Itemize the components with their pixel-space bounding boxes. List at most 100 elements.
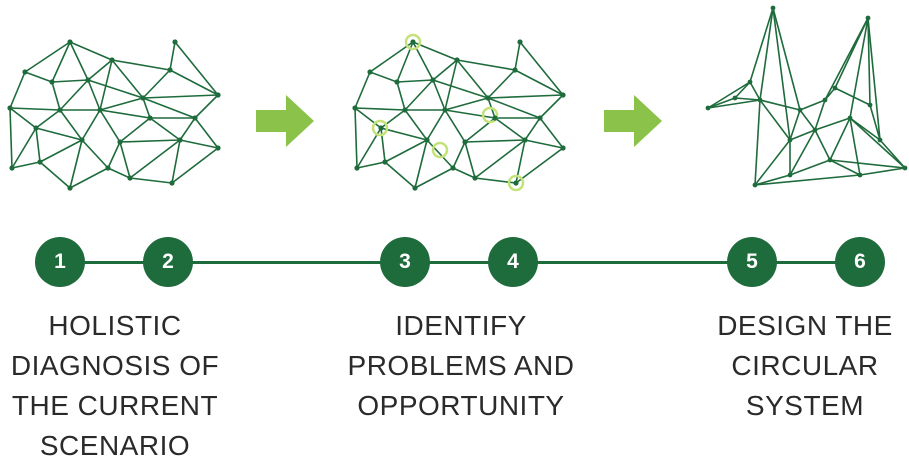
network-edge <box>829 117 851 161</box>
right-arrow-icon <box>256 95 314 147</box>
network-edge <box>754 99 761 186</box>
step-1-badge: 1 <box>35 237 85 287</box>
step-number: 2 <box>162 250 174 273</box>
network-edge <box>142 97 151 119</box>
network-node <box>454 57 460 63</box>
highlight-ring <box>481 106 499 124</box>
network-edge <box>111 59 171 71</box>
right-arrow-icon <box>604 95 662 147</box>
network-edge <box>35 127 83 141</box>
network-node <box>109 57 115 63</box>
network-edge <box>452 167 476 179</box>
step-4-badge: 4 <box>488 237 538 287</box>
network-edge <box>849 117 906 169</box>
network-node <box>117 139 123 145</box>
network-edge <box>107 141 121 169</box>
network-edge <box>87 59 113 81</box>
network-edge <box>432 59 458 81</box>
network-edge <box>834 17 869 89</box>
network-edge <box>59 79 89 111</box>
network-node <box>378 125 384 131</box>
network-edge <box>707 97 736 109</box>
network-edge <box>859 167 906 176</box>
network-edge <box>456 59 516 71</box>
network-node <box>450 165 456 171</box>
network-edge <box>51 81 61 111</box>
network-edge <box>87 79 144 99</box>
network-node <box>367 69 373 75</box>
network-edge <box>9 107 61 111</box>
network-node <box>560 145 566 151</box>
network-edge <box>171 147 219 184</box>
network-mesh-highlighted-icon <box>352 33 566 192</box>
phase-label-line: IDENTIFY <box>395 310 527 341</box>
network-node <box>354 165 360 171</box>
network-node <box>7 105 13 111</box>
network-edge <box>539 117 564 149</box>
network-mesh-icon <box>7 39 221 191</box>
timeline-line <box>60 261 860 264</box>
network-edge <box>824 87 836 101</box>
network-edge <box>39 161 71 189</box>
highlight-ring <box>404 33 422 51</box>
network-node <box>827 157 833 163</box>
network-node <box>97 107 103 113</box>
network-edge <box>426 109 446 141</box>
network-edge <box>474 139 526 179</box>
network-node <box>797 107 803 113</box>
network-edge <box>456 59 489 99</box>
network-node <box>177 137 183 143</box>
network-edge <box>9 71 26 109</box>
network-node <box>37 159 43 165</box>
phase-label-line: HOLISTIC <box>48 310 182 341</box>
network-edge <box>9 107 13 169</box>
origami-crane-icon <box>705 5 908 188</box>
network-edge <box>444 109 496 119</box>
network-node <box>705 105 711 111</box>
network-edge <box>799 99 826 111</box>
network-edge <box>707 99 761 109</box>
phase-label-line: THE CURRENT <box>11 390 219 421</box>
network-node <box>394 79 400 85</box>
network-edge <box>754 174 791 186</box>
network-edge <box>356 161 386 169</box>
network-edge <box>759 99 791 141</box>
network-edge <box>384 139 428 163</box>
highlight-ring <box>371 119 389 137</box>
phase-label-design: DESIGN THE CIRCULAR SYSTEM <box>700 306 909 426</box>
network-edge <box>734 81 751 99</box>
highlight-ring <box>431 141 449 159</box>
network-edge <box>99 109 151 119</box>
network-edge <box>119 117 151 143</box>
network-edge <box>129 139 181 179</box>
phase-label-line: PROBLEMS AND <box>347 350 575 381</box>
network-edge <box>380 127 428 141</box>
network-edge <box>487 97 541 119</box>
network-edge <box>789 109 801 141</box>
network-node <box>85 77 91 83</box>
network-edge <box>142 94 219 99</box>
network-edge <box>39 139 83 163</box>
network-edge <box>464 141 476 179</box>
network-edge <box>11 127 37 169</box>
step-number: 6 <box>854 250 866 273</box>
network-edge <box>799 109 816 131</box>
network-node <box>857 172 863 178</box>
network-edge <box>814 99 826 131</box>
network-edge <box>111 59 144 99</box>
network-node <box>33 125 39 131</box>
network-edge <box>69 167 109 189</box>
network-edge <box>69 41 113 61</box>
network-edge <box>814 129 831 161</box>
network-edge <box>354 107 358 169</box>
network-edge <box>867 17 871 106</box>
phase-label-identify: IDENTIFY PROBLEMS AND OPPORTUNITY <box>330 306 592 426</box>
network-edge <box>369 71 398 83</box>
network-node <box>169 180 175 186</box>
network-edge <box>487 94 564 99</box>
network-edge <box>24 41 71 73</box>
network-node <box>430 77 436 83</box>
network-node <box>9 165 15 171</box>
network-node <box>67 39 73 45</box>
network-node <box>560 92 566 98</box>
